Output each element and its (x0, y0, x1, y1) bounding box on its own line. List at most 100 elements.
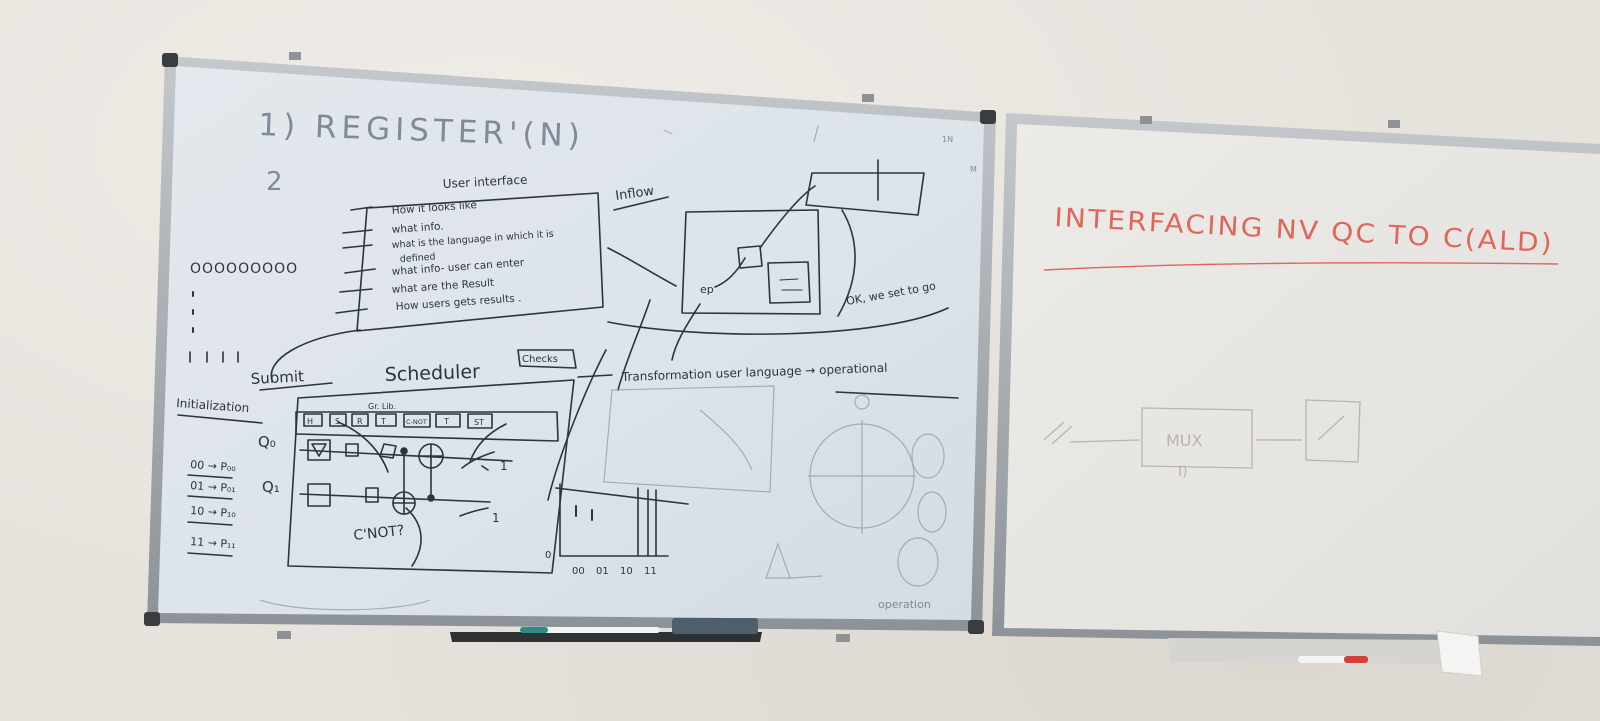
histogram-tick: 10 (620, 566, 633, 577)
gate-box (375, 413, 397, 427)
gate-label: R (357, 417, 363, 426)
tick-row (189, 351, 239, 363)
marker-pen-cap (1344, 656, 1368, 663)
circuit-gate (365, 487, 379, 503)
state-map-item: 10 → P₁₀ (190, 504, 237, 520)
faint-number: 2 (266, 167, 283, 197)
ep-arrow (714, 257, 746, 288)
corner-mark: M (970, 165, 977, 174)
left-board-surface (158, 66, 984, 620)
initialization-underline (177, 414, 263, 424)
ep-label: ep (700, 283, 714, 296)
gate-drag-arrow (469, 423, 507, 463)
histogram-marks (575, 505, 593, 521)
mount-clip (1140, 116, 1152, 124)
ghost-line (699, 409, 753, 471)
histogram-bars (637, 487, 657, 557)
user-interface-title: User interface (442, 173, 527, 191)
mount-clip (277, 631, 291, 639)
scheduler-curve (547, 349, 607, 501)
node-to-top-arrow (759, 185, 816, 249)
ghost-ellipse (911, 433, 945, 479)
transformation-arrow (577, 374, 613, 378)
loop-arrow (270, 307, 949, 381)
gate-library-bar (295, 411, 559, 442)
circuit-gate (307, 439, 331, 461)
checks-label: Checks (522, 354, 558, 365)
gate-label: T (443, 417, 449, 426)
down-arrow (671, 303, 701, 361)
ghost-ellipse (897, 537, 939, 587)
mux-sub-label: I) (1178, 464, 1188, 480)
heading-underline (1043, 262, 1559, 271)
paper-note (1436, 630, 1483, 677)
histogram-tick: 00 (572, 566, 585, 577)
right-whiteboard (992, 113, 1600, 677)
gate-drag-arrow (337, 421, 389, 473)
measure-out: 1 (492, 511, 500, 525)
ui-line: what info. (391, 220, 444, 236)
corner-cap (162, 53, 178, 67)
circuit-gate (307, 483, 331, 507)
marker-pen-cap (520, 627, 548, 633)
qubit-label: Q₁ (262, 478, 280, 496)
inflow-underline (613, 196, 669, 211)
checks-box (517, 349, 577, 369)
gate-label: T (380, 417, 386, 426)
gate-box (329, 413, 347, 427)
inflow-screen (681, 209, 821, 315)
right-pen-tray (1168, 638, 1450, 664)
corner-cap (980, 110, 996, 124)
ui-line: How it looks like (391, 199, 477, 217)
histogram-tick: 01 (596, 566, 609, 577)
ghost-triangle (765, 542, 823, 579)
ghost-line (1317, 415, 1345, 441)
ui-line: defined (399, 252, 435, 265)
state-map-item: 11 → P₁₁ (190, 535, 236, 551)
ghost-bottom (259, 599, 431, 611)
corner-cap (144, 612, 160, 626)
marker-pen (520, 627, 660, 633)
gate-label: ST (474, 418, 484, 427)
screen-hatch (779, 278, 803, 291)
histogram-axes (555, 483, 689, 557)
gate-label: C-NOT (406, 418, 427, 426)
ghost-box (603, 385, 775, 493)
left-pen-tray (450, 632, 762, 642)
measure-out: 1 (500, 459, 508, 473)
measure-mark (461, 451, 495, 471)
histogram-zero: 0 (545, 550, 551, 561)
mux-box (1141, 407, 1253, 469)
scheduler-area (287, 379, 575, 574)
state-map-item: 00 → P₀₀ (190, 458, 237, 474)
mount-clip (289, 52, 301, 60)
mount-clip (836, 634, 850, 642)
circuit-gate (345, 443, 359, 457)
ghost-box (1305, 399, 1361, 463)
scheduler-label: Scheduler (384, 361, 480, 386)
ghost-hatch (1043, 421, 1073, 445)
ghost-marks (663, 125, 819, 143)
submit-underline (259, 382, 333, 391)
initialization-label: Initialization (176, 396, 250, 415)
ghost-small-circle (854, 394, 870, 410)
left-whiteboard (144, 52, 996, 642)
gate-box (435, 413, 461, 428)
circuit-gate (379, 443, 397, 459)
gate-box (467, 413, 493, 429)
gate-box (303, 413, 323, 427)
gate-row-title: Gr. Lib. (368, 402, 396, 411)
mount-clip (1388, 120, 1400, 128)
mux-ghost-diagram (1043, 399, 1361, 469)
cnot-cross (418, 443, 444, 469)
gate-label: H (307, 417, 313, 426)
measure-mark (459, 507, 489, 517)
corner-cap (968, 620, 984, 634)
corner-mark: 1N (942, 135, 953, 144)
mux-label: MUX (1166, 431, 1203, 450)
inflow-arrow (607, 247, 677, 287)
transformation-underline (835, 391, 959, 399)
right-curve-arrow (837, 209, 856, 317)
top-right-box (805, 172, 925, 216)
